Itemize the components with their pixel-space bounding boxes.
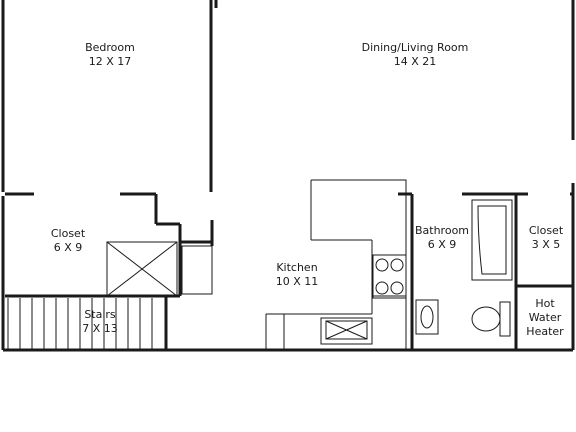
room-size: 7 X 13 (82, 322, 118, 335)
bathtub (471, 199, 513, 281)
room-size: 6 X 9 (53, 241, 83, 254)
room-name: Dining/Living Room (361, 41, 469, 54)
room-size: 6 X 9 (427, 238, 457, 251)
room-name: Closet (528, 224, 564, 237)
room-name: Stairs (84, 308, 116, 321)
stairs-treads (7, 298, 153, 349)
room-label-dining-living: Dining/Living Room 14 X 21 (350, 41, 480, 69)
room-label-stairs: Stairs 7 X 13 (70, 308, 130, 336)
label-line: Heater (526, 325, 564, 338)
walls (1, 0, 575, 352)
room-size: 12 X 17 (88, 55, 132, 68)
room-label-closet-right: Closet 3 X 5 (520, 224, 572, 252)
room-size: 3 X 5 (531, 238, 561, 251)
room-size: 10 X 11 (275, 275, 319, 288)
toilet (471, 301, 511, 337)
room-label-water-heater: Hot Water Heater (518, 297, 572, 339)
storage-box (106, 241, 213, 297)
room-name: Bathroom (414, 224, 470, 237)
room-label-closet-left: Closet 6 X 9 (38, 227, 98, 255)
kitchen-counter (265, 179, 407, 350)
room-size: 14 X 21 (393, 55, 437, 68)
label-line: Hot (535, 297, 555, 310)
kitchen-sink (320, 317, 373, 345)
room-name: Kitchen (276, 261, 318, 274)
room-label-bathroom: Bathroom 6 X 9 (412, 224, 472, 252)
label-line: Water (528, 311, 562, 324)
room-label-bedroom: Bedroom 12 X 17 (60, 41, 160, 69)
room-label-kitchen: Kitchen 10 X 11 (267, 261, 327, 289)
room-name: Bedroom (85, 41, 135, 54)
bathroom-sink (415, 299, 439, 335)
room-name: Closet (50, 227, 86, 240)
stove (372, 254, 407, 299)
